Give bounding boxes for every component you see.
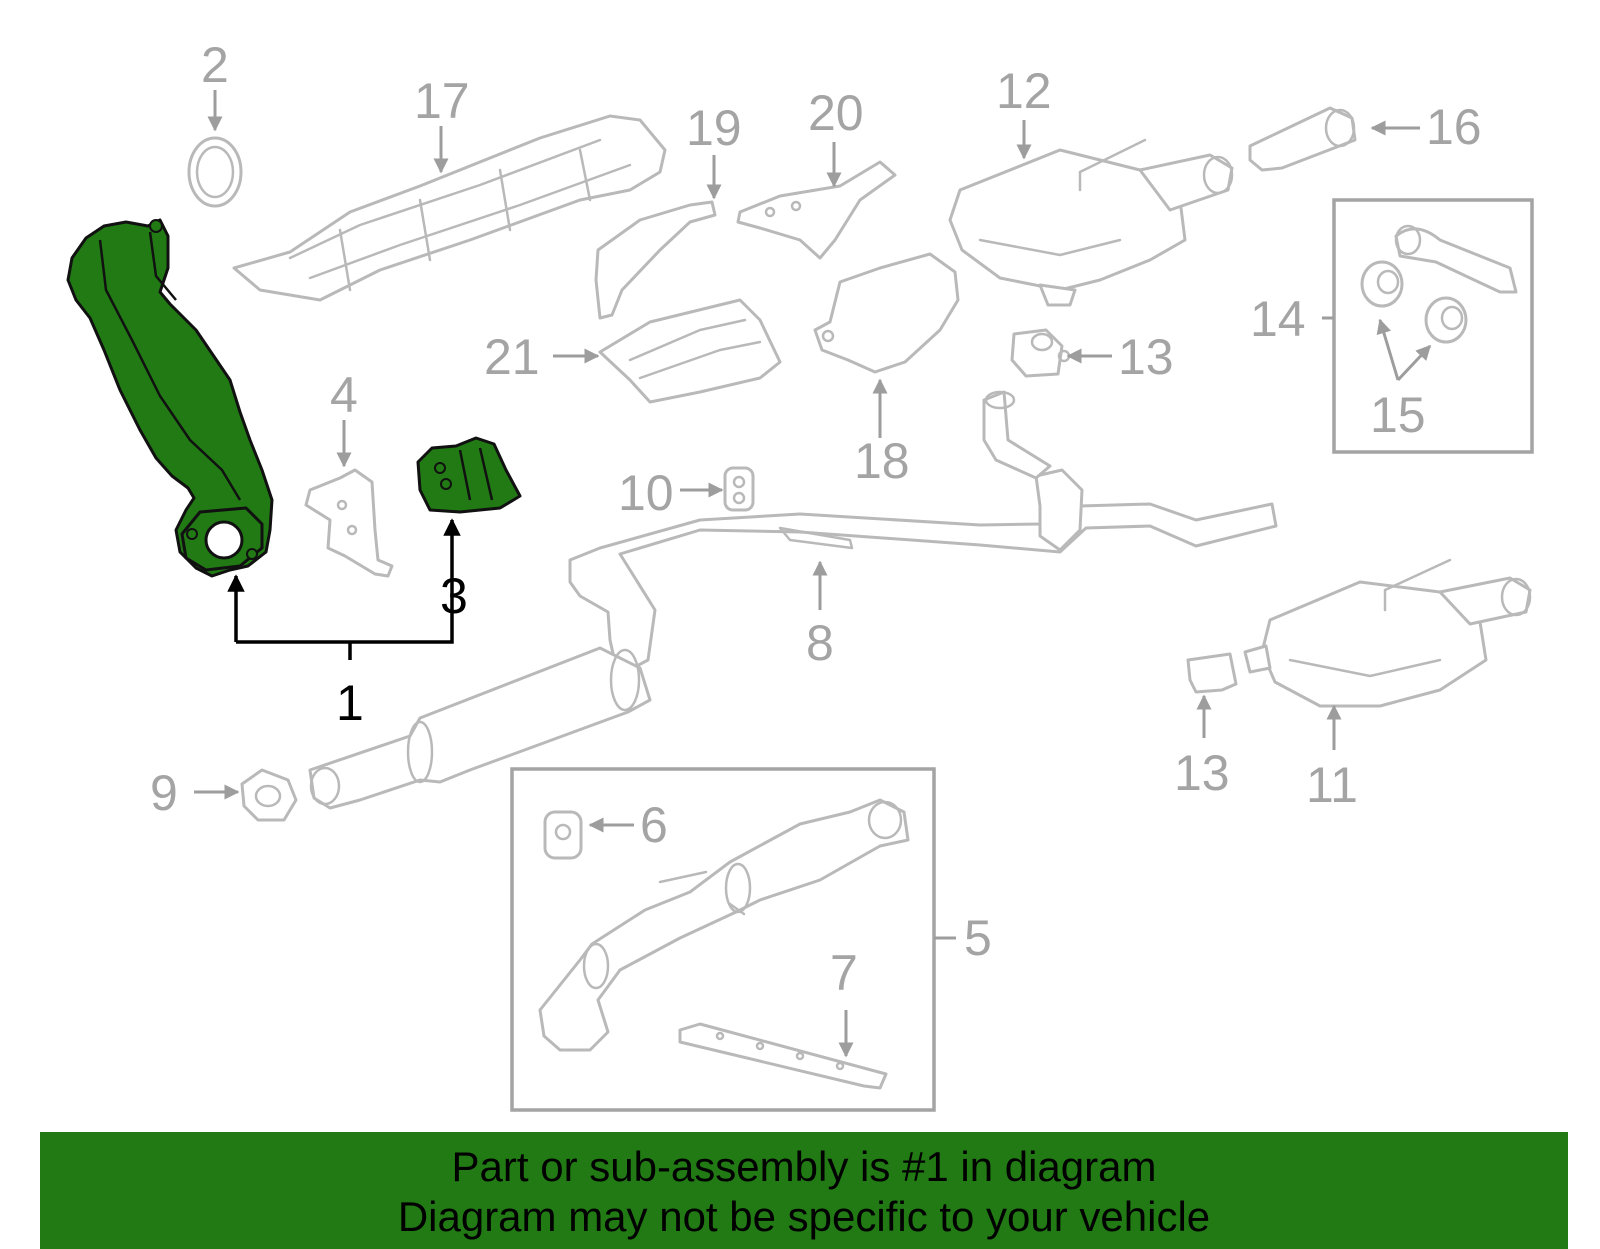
callout-18: 18 xyxy=(854,433,910,489)
part-10-insulator[interactable] xyxy=(723,466,755,512)
part-13-clamp-lower[interactable] xyxy=(1186,652,1238,694)
callout-12: 12 xyxy=(996,63,1052,119)
part-6-insulator[interactable] xyxy=(543,810,583,860)
callout-14: 14 xyxy=(1250,291,1306,347)
callout-7: 7 xyxy=(830,945,858,1001)
part-21-heat-shield[interactable] xyxy=(598,298,782,404)
callout-21: 21 xyxy=(484,329,540,385)
callout-13-lower: 13 xyxy=(1174,745,1230,801)
part-2-gasket[interactable] xyxy=(187,136,243,208)
callout-labels: 1 2 3 4 5 6 7 8 9 10 11 12 13 13 14 15 1… xyxy=(150,37,1482,1001)
part-3-heat-shield-highlighted[interactable] xyxy=(416,436,522,514)
callout-10: 10 xyxy=(618,465,674,521)
callout-2: 2 xyxy=(201,37,229,93)
leader-lines xyxy=(194,90,1432,1058)
callout-8: 8 xyxy=(806,615,834,671)
part-5-muffler-assembly[interactable] xyxy=(538,798,910,1052)
callout-13-upper: 13 xyxy=(1118,329,1174,385)
part-15-insulator-b[interactable] xyxy=(1424,296,1468,344)
part-1-exhaust-manifold-highlighted[interactable] xyxy=(66,218,274,578)
part-8-intermediate-pipe[interactable] xyxy=(568,390,1278,678)
part-14-tailpipe-bracket[interactable] xyxy=(1394,224,1518,294)
part-11-muffler[interactable] xyxy=(1243,558,1532,708)
front-pipe-resonator[interactable] xyxy=(308,646,652,810)
part-19-bracket[interactable] xyxy=(594,200,717,320)
callout-3: 3 xyxy=(440,568,468,624)
callout-16: 16 xyxy=(1426,99,1482,155)
part-20-bracket[interactable] xyxy=(736,160,897,260)
info-banner: Part or sub-assembly is #1 in diagram Di… xyxy=(40,1132,1568,1249)
callout-4: 4 xyxy=(330,367,358,423)
callout-11: 11 xyxy=(1306,757,1358,813)
part-18-heat-shield[interactable] xyxy=(813,252,960,374)
banner-line-2: Diagram may not be specific to your vehi… xyxy=(397,1193,1211,1240)
callout-15: 15 xyxy=(1370,387,1426,443)
callout-19: 19 xyxy=(686,100,742,156)
callout-1: 1 xyxy=(336,675,364,731)
callout-6: 6 xyxy=(640,797,668,853)
part-15-insulator-a[interactable] xyxy=(1360,260,1404,308)
callout-5: 5 xyxy=(964,910,992,966)
banner-line-1: Part or sub-assembly is #1 in diagram xyxy=(451,1143,1157,1190)
part-9-gasket[interactable] xyxy=(240,768,298,822)
part-14-15-callout-box xyxy=(1332,198,1534,454)
part-4-bracket[interactable] xyxy=(304,468,394,578)
callout-9: 9 xyxy=(150,765,178,821)
part-17-heat-shield[interactable] xyxy=(232,114,667,302)
part-16-exhaust-tip[interactable] xyxy=(1248,106,1357,172)
part-13-clamp-upper[interactable] xyxy=(1010,328,1071,378)
callout-17: 17 xyxy=(414,73,470,129)
part-7-strap[interactable] xyxy=(678,1022,888,1090)
callout-20: 20 xyxy=(808,85,864,141)
part-12-muffler[interactable] xyxy=(948,138,1234,307)
